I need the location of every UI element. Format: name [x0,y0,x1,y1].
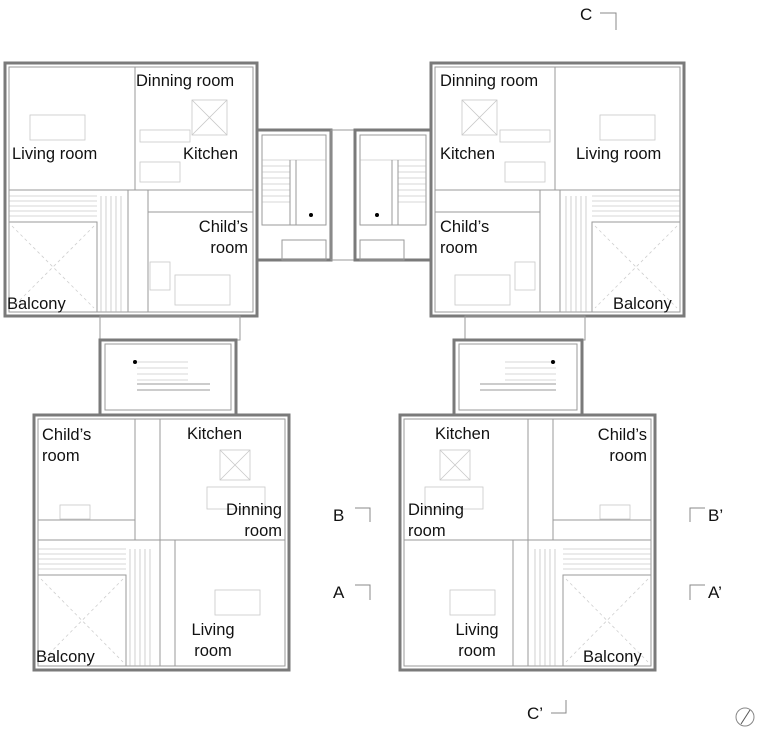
tl-childs-room-line2: room [210,239,248,257]
br-childs-room-label: Child’s room [570,425,647,467]
br-dinning-room-line2: room [408,522,446,540]
br-dinning-room-label: Dinning room [408,500,464,542]
br-dinning-room-line1: Dinning [408,501,464,519]
tl-balcony-hatch [9,195,122,312]
north-arrow-icon [735,707,755,727]
tr-balcony-hatch [565,195,680,312]
unit-bottom-right [398,413,657,672]
corridor-left [99,315,241,341]
bl-childs-room-label: Child’s room [42,425,91,467]
tr-childs-room-line2: room [440,239,478,257]
tr-childs-room-line1: Child’s [440,218,490,236]
br-living-room-label: Living room [446,620,508,662]
stair-core-top-right [353,128,433,262]
tl-childs-room-label: Child’s room [176,217,248,259]
tr-kitchen-label: Kitchen [440,145,496,163]
bl-living-room-label: Living room [182,620,244,662]
corridor-right [464,315,586,341]
central-shaft [330,129,356,261]
bl-living-room-line1: Living [191,621,235,639]
tr-living-room-label: Living room [576,145,662,163]
bl-kitchen-label: Kitchen [187,425,243,443]
tl-childs-room-line1: Child’s [198,218,248,236]
section-marker-arrows [355,12,705,714]
br-kitchen-label: Kitchen [435,425,491,443]
bl-balcony-hatch [38,548,151,666]
section-marker-c: C [580,5,593,24]
bl-balcony-label: Balcony [36,648,95,666]
bl-dinning-room-line2: room [244,522,282,540]
stair-core-bottom-left [98,338,238,417]
tl-dinning-room-label: Dinning room [136,72,235,90]
tr-childs-room-label: Child’s room [440,217,489,259]
br-childs-room-line1: Child’s [597,426,647,444]
tl-kitchen-label: Kitchen [183,145,239,163]
section-marker-b: B [333,506,345,525]
tr-dinning-room-label: Dinning room [440,72,539,90]
tr-balcony-label: Balcony [613,295,672,313]
section-marker-a: A [333,583,345,602]
stair-core-top-left [255,128,333,262]
br-living-room-line1: Living [455,621,499,639]
unit-top-right [429,61,686,318]
br-living-room-line2: room [458,642,496,660]
br-childs-room-line2: room [609,447,647,465]
unit-top-left [3,61,259,318]
br-balcony-hatch [534,548,651,666]
section-marker-b-prime: B’ [708,506,724,525]
bl-dinning-room-label: Dinning room [200,500,282,542]
bl-childs-room-line1: Child’s [42,426,92,444]
bl-living-room-line2: room [194,642,232,660]
tl-living-room-label: Living room [12,145,98,163]
bl-dinning-room-line1: Dinning [226,501,282,519]
bl-childs-room-line2: room [42,447,80,465]
stair-core-bottom-right [452,338,584,417]
br-balcony-label: Balcony [583,648,642,666]
section-marker-a-prime: A’ [708,583,722,602]
tl-balcony-label: Balcony [7,295,66,313]
unit-bottom-left [32,413,291,672]
section-marker-c-prime: C’ [527,704,544,723]
